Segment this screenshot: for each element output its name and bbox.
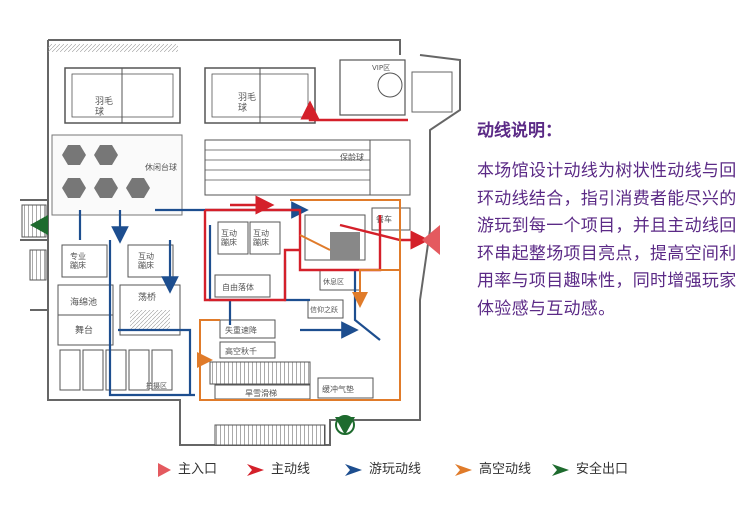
special-trampoline: 专业蹦床 [61, 244, 108, 278]
svg-text:海绵池: 海绵池 [70, 296, 97, 308]
dining-label: 餐车 [376, 214, 392, 224]
weightless-descent: 失重速降 [219, 319, 276, 339]
safety-exit-south [335, 417, 355, 435]
svg-text:高空秋千: 高空秋千 [225, 346, 257, 356]
bowling-lanes: 保龄球 [204, 139, 411, 196]
svg-text:荡桥: 荡桥 [138, 291, 156, 303]
reception-area [411, 71, 453, 113]
legend-play-route: 游玩动线 [345, 458, 421, 478]
billiards-label: 休闲台球 [145, 162, 177, 172]
rope-course: 高空秋千 [219, 341, 276, 359]
svg-text:缓冲气垫: 缓冲气垫 [322, 384, 354, 394]
rest-label: 休息区 [323, 277, 344, 286]
legend-entrance: 主入口 [158, 458, 217, 478]
bridge: 荡桥 [119, 284, 181, 336]
snow-slide: 旱雪滑梯 [209, 361, 311, 400]
route-description-body: 本场馆设计动线为树状性动线与回环动线结合，指引消费者能尽兴的游玩到每一个项目，并… [477, 161, 737, 319]
locker-area [59, 349, 173, 391]
svg-text:互动蹦床: 互动蹦床 [138, 251, 154, 270]
svg-text:互动蹦床: 互动蹦床 [253, 228, 269, 247]
legend-high-route: 高空动线 [455, 458, 531, 478]
badminton-label-right: 羽毛球 [238, 91, 256, 113]
svg-text:专业蹦床: 专业蹦床 [70, 251, 86, 270]
main-entrance-marker [422, 225, 440, 255]
interactive-trampoline-1: 互动蹦床 [217, 221, 249, 255]
bowling-label: 保龄球 [340, 152, 364, 162]
legend: 主入口 主动线 游玩动线 高空动线 安全出口 [0, 450, 680, 480]
interactive-trampoline-3: 互动蹦床 [127, 244, 174, 278]
legend-safety-exit: 安全出口 [552, 458, 628, 478]
svg-text:自由落体: 自由落体 [222, 282, 254, 292]
red-arrow-icon [247, 463, 264, 476]
dining-cart: 餐车 [371, 207, 411, 231]
floor-plan: 羽毛球 羽毛球 VIP区 休闲台球 保龄球 [20, 39, 461, 446]
main-route [203, 100, 430, 302]
billiards-area: 休闲台球 [51, 134, 183, 216]
svg-text:旱雪滑梯: 旱雪滑梯 [245, 388, 277, 398]
safety-exit-west [30, 215, 48, 235]
vip-label: VIP区 [372, 64, 390, 72]
badminton-court-right: 羽毛球 [204, 67, 316, 124]
orange-arrow-icon [455, 463, 472, 476]
faith-leap: 信仰之跃 [307, 299, 344, 319]
stage: 舞台 [57, 314, 114, 346]
free-fall: 自由落体 [214, 274, 271, 298]
route-description-title: 动线说明： [477, 121, 562, 141]
vip-room: VIP区 [339, 59, 406, 116]
building-walls [20, 39, 461, 446]
safety-exit-south-ring [335, 415, 355, 435]
green-triangle-icon [552, 463, 569, 476]
badminton-label-left: 羽毛球 [95, 95, 113, 117]
badminton-court-left: 羽毛球 [64, 67, 181, 124]
high-route [197, 199, 401, 401]
wall-hatch [48, 44, 178, 52]
blue-arrow-icon [345, 463, 362, 476]
entrance-triangle-icon [158, 462, 171, 477]
svg-text:互动蹦床: 互动蹦床 [221, 228, 237, 247]
svg-text:失重速降: 失重速降 [225, 325, 257, 335]
escalator [214, 424, 326, 446]
interactive-trampoline-2: 互动蹦床 [249, 221, 281, 255]
stairs-left-lower [29, 249, 47, 281]
climbing-wall-shade [330, 232, 360, 260]
shop-label: 拍摄区 [146, 381, 167, 390]
cushion: 缓冲气垫 [317, 377, 374, 399]
svg-text:舞台: 舞台 [75, 324, 93, 336]
svg-text:信仰之跃: 信仰之跃 [310, 305, 338, 314]
legend-main-route: 主动线 [247, 458, 310, 478]
